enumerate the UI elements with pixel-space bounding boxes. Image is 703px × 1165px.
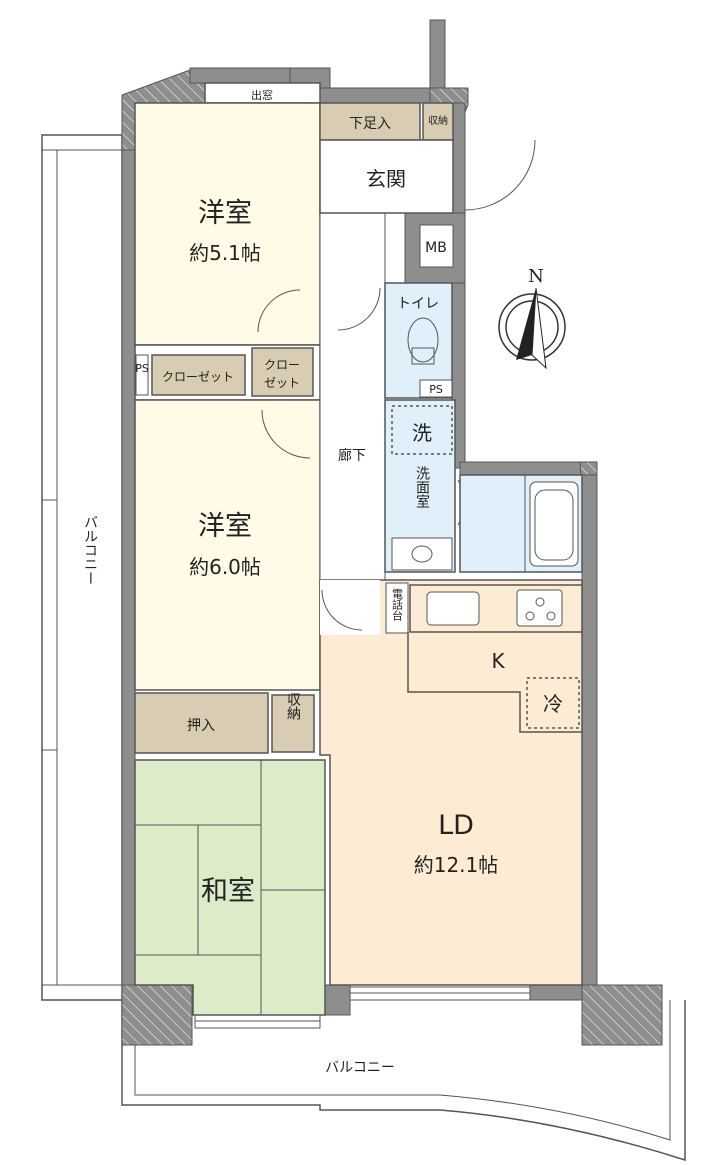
fridge-label: 冷 (543, 692, 563, 716)
room-name: 和室 (201, 876, 255, 907)
sink-icon (411, 545, 433, 563)
closet-small-label-1: クロー (264, 358, 300, 372)
balcony-left (41, 134, 123, 1001)
kitchen-sink-icon (426, 591, 480, 626)
closet-small[interactable] (251, 347, 314, 397)
shoe-storage-label: 下足入 (349, 116, 391, 132)
washroom[interactable]: 洗 洗面室 (384, 399, 465, 573)
ps-left (135, 354, 149, 396)
room-name: 洋室 (198, 511, 252, 542)
washroom-label: 洗面室 (414, 466, 430, 508)
mb (419, 224, 454, 268)
entrance-label: 玄関 (366, 167, 406, 191)
hallway-label: 廊下 (338, 447, 366, 464)
door-swing (257, 289, 301, 333)
closet-large-label: クローゼット (162, 370, 234, 384)
room-western-2[interactable]: 洋室 約6.0帖 (134, 399, 321, 691)
room-western-1[interactable]: 出窓 洋室 約5.1帖 (134, 82, 321, 346)
closet-row: PS クローゼット クロー ゼット (134, 344, 321, 401)
storage-entrance-label: 収納 (428, 114, 448, 127)
washer-label: 洗 (412, 421, 432, 445)
balcony-bottom-label: バルコニー (325, 1060, 395, 1076)
fridge-space (526, 677, 580, 729)
toilet-icon (407, 317, 439, 363)
door-swing (261, 409, 311, 459)
storage-row: 押入 収納 (134, 692, 315, 754)
storage-hall[interactable] (271, 694, 315, 753)
storage-entrance (422, 102, 454, 141)
compass-icon: N (498, 266, 566, 370)
washer-space (391, 405, 453, 455)
oshiire-label: 押入 (187, 718, 215, 734)
toilet-label: トイレ (397, 296, 439, 312)
bay-window-label: 出窓 (251, 88, 273, 102)
storage-hall-label: 収納 (285, 692, 301, 721)
room-name: 洋室 (198, 198, 252, 229)
room-size: 約5.1帖 (189, 241, 261, 265)
hallway[interactable]: 廊下 (319, 212, 386, 581)
room-japanese[interactable]: 和室 (134, 759, 326, 1016)
front-door-swing (464, 139, 536, 211)
entrance-area[interactable]: 下足入 収納 玄関 MB (319, 102, 536, 268)
kitchen-label: K (491, 649, 505, 673)
balcony-bottom (121, 1000, 686, 1162)
ld-size: 約12.1帖 (414, 853, 499, 877)
balcony-left-label: バルコニー (82, 515, 98, 585)
closet-large[interactable] (151, 354, 246, 396)
ld-label: LD (438, 810, 474, 841)
phone-stand (385, 582, 409, 634)
living-dining-kitchen[interactable]: 電話台 K 冷 LD 約12.1帖 (319, 579, 583, 986)
ps-toilet-label: PS (429, 383, 443, 396)
phone-stand-label: 電話台 (391, 588, 404, 621)
ps-left-label: PS (135, 362, 149, 375)
toilet-room[interactable]: トイレ PS (384, 282, 453, 399)
shoe-storage (319, 102, 421, 141)
room-size: 約6.0帖 (189, 555, 261, 579)
mb-label: MB (425, 240, 447, 256)
north-label: N (528, 266, 544, 287)
oshiire[interactable] (134, 692, 269, 754)
closet-small-label-2: ゼット (264, 376, 300, 390)
stove-icon (516, 589, 563, 627)
bathtub-icon (529, 481, 579, 567)
bathroom[interactable] (459, 474, 583, 573)
